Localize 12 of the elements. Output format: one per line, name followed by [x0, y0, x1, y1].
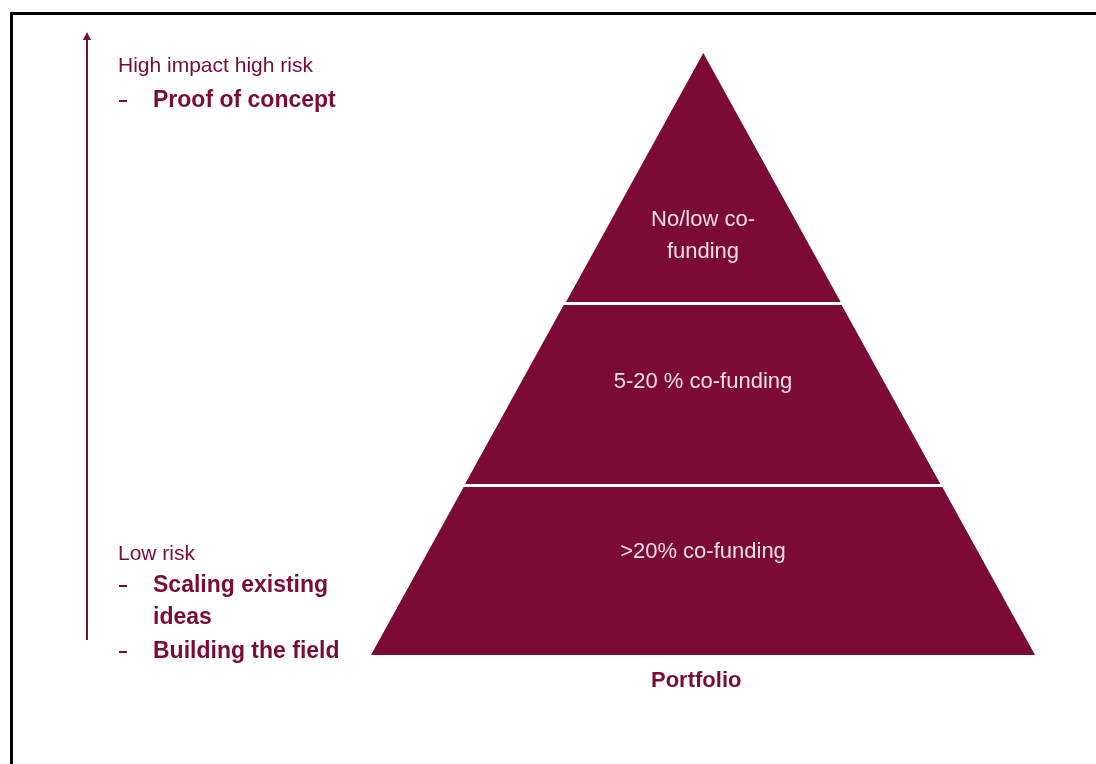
pyramid-caption: Portfolio: [651, 666, 742, 694]
level-label: No/low co-funding: [650, 205, 756, 265]
level-label: >20% co-funding: [619, 537, 787, 565]
pyramid-level: [371, 487, 1035, 655]
level-label: 5-20 % co-funding: [612, 367, 794, 395]
pyramid-level: [565, 53, 841, 302]
pyramid-level: [465, 305, 941, 484]
risk-heading: High impact high risk: [118, 52, 313, 78]
risk-heading: Low risk: [118, 540, 196, 566]
bullet-text: Proof of concept: [153, 85, 336, 114]
bullet-text: Scaling existing ideas: [153, 570, 330, 631]
bullet-text: Building the field: [153, 636, 340, 665]
